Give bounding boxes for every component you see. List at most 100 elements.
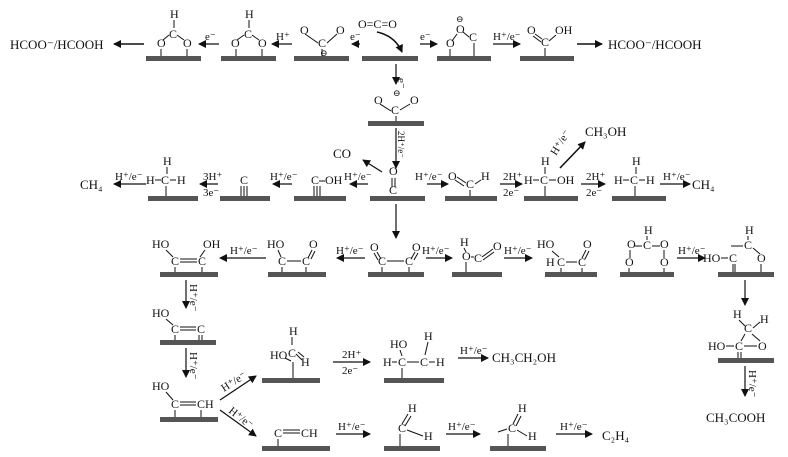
bond (373, 252, 379, 261)
bond (165, 391, 174, 401)
bond (451, 33, 458, 42)
bond (424, 341, 429, 356)
catalyst-surface (620, 272, 674, 277)
atom-c: C (288, 346, 296, 360)
atom-c: C (244, 27, 252, 41)
atom-h: H (460, 235, 469, 249)
atom-h: H (528, 429, 537, 443)
catalyst-surface (452, 272, 502, 277)
bond (304, 33, 319, 44)
bond (463, 247, 467, 253)
minus-charge: ⊖ (320, 48, 328, 58)
step-label-e: e⁻ (205, 31, 216, 43)
atom-ho: HO (152, 306, 170, 320)
atom-o: O (446, 36, 455, 50)
bond (456, 176, 467, 184)
bond (512, 413, 519, 425)
catalyst-surface (718, 358, 774, 363)
bond (515, 415, 522, 427)
step-label-h: H⁺ (276, 31, 290, 43)
atom-oh: OH (325, 173, 343, 187)
atom-h: H (524, 173, 533, 187)
atom-o: O (527, 23, 536, 37)
atom-oh: OH (557, 173, 575, 187)
bond (399, 349, 403, 357)
catalyst-surface (160, 272, 218, 277)
step-label-e: e⁻ (420, 31, 431, 43)
adsorption-arrow (376, 31, 403, 53)
bond (497, 428, 508, 433)
bond (399, 103, 411, 111)
atom-h: H (424, 429, 433, 443)
atom-o: O (410, 93, 419, 107)
atom-o: O (462, 249, 471, 263)
atom-h: H (408, 401, 417, 415)
atom-h: H (170, 7, 179, 21)
atom-c: C (197, 322, 205, 336)
bond (462, 31, 470, 38)
bond (751, 333, 761, 342)
minus-charge: ⊖ (393, 88, 401, 98)
catalyst-surface (437, 56, 491, 61)
product-methane-right: CH₄ (692, 177, 715, 192)
catalyst-surface (370, 196, 425, 201)
step-label-h-e: H⁺/e⁻ (336, 245, 364, 257)
catalyst-surface (384, 378, 444, 383)
atom-o: O (448, 169, 457, 183)
atom-c: C (171, 254, 179, 268)
atom-o: O (660, 255, 669, 269)
atom-c: C (508, 421, 516, 435)
bond (410, 251, 416, 260)
step-label-2h: 2H⁺ (503, 171, 522, 183)
atom-h: H (745, 223, 754, 237)
atom-h: H (733, 307, 742, 321)
reaction-arrow (362, 159, 383, 173)
atom-o: O (583, 237, 592, 251)
bond (738, 319, 746, 327)
atom-c: C (540, 173, 548, 187)
atom-o: O (493, 239, 502, 253)
atom-c: C (729, 251, 737, 265)
catalyst-surface (294, 56, 349, 61)
product-methane-left: CH₄ (80, 177, 103, 192)
bond (454, 179, 465, 187)
atom-c: C (169, 27, 177, 41)
step-label-h-e: H⁺/e⁻ (115, 171, 143, 183)
step-label-2e: 2e⁻ (586, 187, 602, 199)
bond (251, 34, 260, 41)
bond (584, 250, 590, 260)
bond (481, 248, 494, 258)
atom-o: O (660, 237, 669, 251)
bond (199, 249, 206, 258)
atom-c: C (311, 173, 319, 187)
step-label-h-e: H⁺/e⁻ (415, 171, 443, 183)
atom-ho: HO (537, 237, 555, 251)
catalyst-surface (445, 196, 497, 201)
atom-h: H (614, 173, 623, 187)
atom-h: H (481, 169, 490, 183)
atom-ho: HO (152, 379, 170, 393)
catalyst-surface (718, 272, 774, 277)
atom-c: C (643, 238, 651, 252)
atom-c: C (474, 251, 482, 265)
atom-ch: CH (197, 397, 214, 411)
atom-c: C (630, 173, 638, 187)
step-label-h-e: H⁺/e⁻ (270, 171, 298, 183)
product-methanol: CH₃OH (585, 124, 626, 139)
catalyst-surface (368, 272, 424, 277)
atom-o: O (336, 23, 345, 37)
bond (516, 429, 528, 437)
step-label-2e: 2e⁻ (503, 187, 519, 199)
atom-c: C (744, 321, 752, 335)
step-label-h-e: H⁺/e⁻ (548, 128, 573, 158)
bond (295, 353, 303, 361)
atom-c: C (469, 30, 477, 44)
atom-o: O (300, 23, 309, 37)
step-label-h-e: H⁺/e⁻ (560, 421, 588, 433)
bond (326, 33, 338, 44)
step-label-2h: 2H⁺ (342, 349, 361, 361)
atom-c: C (171, 322, 179, 336)
atom-c: C (466, 177, 474, 191)
atom-c: C (391, 103, 399, 117)
catalyst-surface (612, 196, 666, 201)
